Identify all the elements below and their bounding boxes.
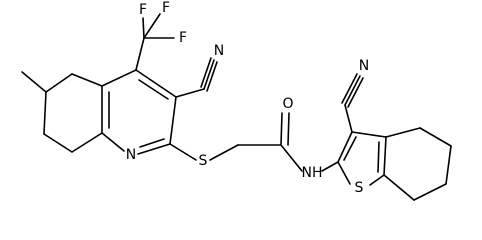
triple-bond [200,57,212,88]
bond [135,69,177,98]
chemical-structure-diagram: F F F N N S O NH N S [21,0,452,201]
bond [280,112,283,146]
bond [209,144,239,161]
bond [43,133,73,153]
bond [351,131,387,138]
double-bond [139,138,165,148]
bond [385,127,421,138]
bond [413,183,447,201]
bond [143,13,161,39]
bond [71,73,103,87]
bond [137,143,171,155]
bond [344,104,353,133]
bond [101,132,125,152]
bond [71,132,103,153]
bond [383,174,415,201]
bond [169,143,197,161]
bond [445,145,452,185]
triple-bond [344,75,361,106]
bond [419,127,452,147]
triple-bond [206,61,218,92]
bond [383,136,387,176]
bond [369,174,385,186]
pyridine-nitrogen-label: N [126,147,136,163]
bond [101,69,137,87]
bond [142,17,145,39]
bond [45,73,73,93]
triple-bond [347,77,364,108]
double-bond [377,141,380,173]
triple-bond [341,73,358,104]
bond [43,91,47,135]
double-bond [138,79,169,100]
bond [321,161,339,172]
thiophene-sulfur-label: S [355,180,364,196]
fluorine-label: F [139,2,147,18]
bond [337,161,351,185]
amide-nitrogen-label: NH [302,165,323,181]
double-bond [343,136,357,161]
molecule-drawing: F F F N N S O NH N S [21,0,452,201]
bond [337,131,353,163]
thioether-sulfur-label: S [199,153,208,169]
bond [280,144,303,172]
fluorine-label: F [179,30,187,46]
bond-layer [21,13,452,201]
carbonyl-oxygen-label: O [282,96,293,112]
bond [169,96,177,145]
atom-label-layer: F F F N N S O NH N S [126,0,369,196]
double-bond [287,112,290,146]
bond [21,71,47,93]
nitrile-nitrogen-label: N [359,58,369,74]
fluorine-label: F [162,0,170,16]
bond [135,37,145,71]
nitrile-nitrogen-label: N [214,43,224,59]
bond [175,88,205,98]
triple-bond [203,59,215,90]
